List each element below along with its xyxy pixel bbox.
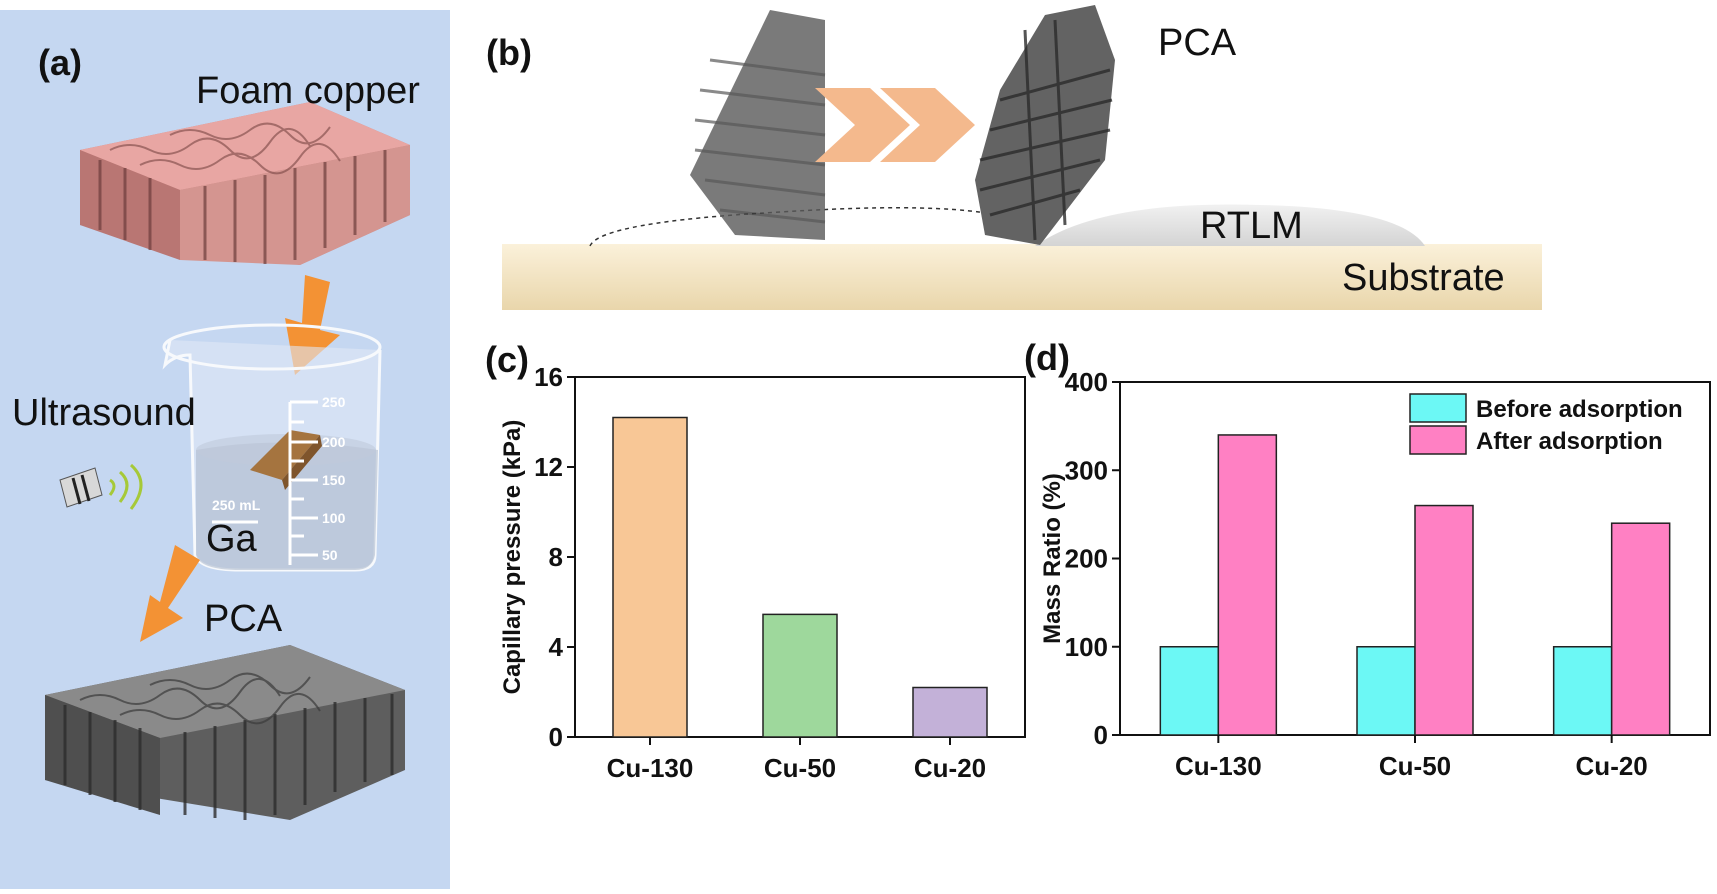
bar xyxy=(1610,522,1671,736)
x-tick-label: Cu-50 xyxy=(764,753,836,783)
rtlm-droplet xyxy=(1035,204,1425,246)
pca-block xyxy=(45,645,405,820)
y-tick-label: 0 xyxy=(549,722,563,752)
panel-b-label: (b) xyxy=(486,32,532,73)
y-tick-label: 8 xyxy=(549,542,563,572)
x-tick-label: Cu-20 xyxy=(914,753,986,783)
bar xyxy=(1414,504,1474,736)
panel-b-illustration xyxy=(502,5,1542,310)
panel-a-label: (a) xyxy=(38,42,82,83)
panel-label: (c) xyxy=(485,339,529,380)
bar xyxy=(1356,646,1416,736)
bar xyxy=(912,686,988,738)
y-tick-label: 0 xyxy=(1094,720,1108,750)
y-tick-label: 100 xyxy=(1065,632,1108,662)
foam-copper-block xyxy=(80,102,410,265)
ultrasound-label: Ultrasound xyxy=(12,392,196,434)
substrate xyxy=(502,244,1542,310)
pca-landed xyxy=(975,5,1115,245)
ultrasound-transducer-icon xyxy=(59,463,143,510)
y-axis-label: Mass Ratio (%) xyxy=(1039,473,1066,644)
bar xyxy=(1552,646,1613,736)
beaker-mark-label: 250 xyxy=(322,394,346,410)
x-tick-label: Cu-130 xyxy=(1175,751,1262,781)
panel-label: (d) xyxy=(1024,337,1070,378)
x-tick-label: Cu-50 xyxy=(1379,751,1451,781)
y-tick-label: 400 xyxy=(1065,367,1108,397)
x-tick-label: Cu-130 xyxy=(607,753,694,783)
beaker-mark-label: 100 xyxy=(322,510,346,526)
panel-a-illustration: 250 200 150 100 50 250 mL xyxy=(0,10,450,889)
bar xyxy=(1217,434,1278,736)
beaker-mark-label: 200 xyxy=(322,434,346,450)
y-tick-label: 300 xyxy=(1065,455,1108,485)
legend-label: Before adsorption xyxy=(1476,396,1683,423)
bar xyxy=(612,416,688,738)
pca-label-b: PCA xyxy=(1158,22,1237,64)
y-tick-label: 200 xyxy=(1065,544,1108,574)
beaker-mark-label: 50 xyxy=(322,547,338,563)
legend-label: After adsorption xyxy=(1476,428,1663,455)
y-axis-label: Capillary pressure (kPa) xyxy=(499,420,526,695)
rtlm-label: RTLM xyxy=(1200,205,1303,247)
legend-swatch xyxy=(1409,393,1467,423)
beaker-mark-label: 150 xyxy=(322,472,346,488)
panel-a: 250 200 150 100 50 250 mL xyxy=(0,10,450,889)
chevron-arrow-icon xyxy=(815,88,975,162)
substrate-label: Substrate xyxy=(1342,257,1505,299)
bar xyxy=(762,613,838,738)
panel-b: (b) PCA RTLM Substrate xyxy=(480,0,1717,320)
y-tick-label: 16 xyxy=(534,362,563,392)
beaker-volume-label: 250 mL xyxy=(212,497,261,513)
y-tick-label: 4 xyxy=(549,632,564,662)
pca-falling-blurred xyxy=(690,10,826,240)
foam-copper-label: Foam copper xyxy=(196,70,420,112)
beaker: 250 200 150 100 50 250 mL xyxy=(162,323,382,572)
x-tick-label: Cu-20 xyxy=(1576,751,1648,781)
pca-label-a: PCA xyxy=(204,598,283,640)
legend-swatch xyxy=(1409,425,1467,455)
ga-label: Ga xyxy=(206,518,257,560)
arrow-beaker-to-pca xyxy=(140,545,200,642)
y-tick-label: 12 xyxy=(534,452,563,482)
bar xyxy=(1159,646,1220,736)
